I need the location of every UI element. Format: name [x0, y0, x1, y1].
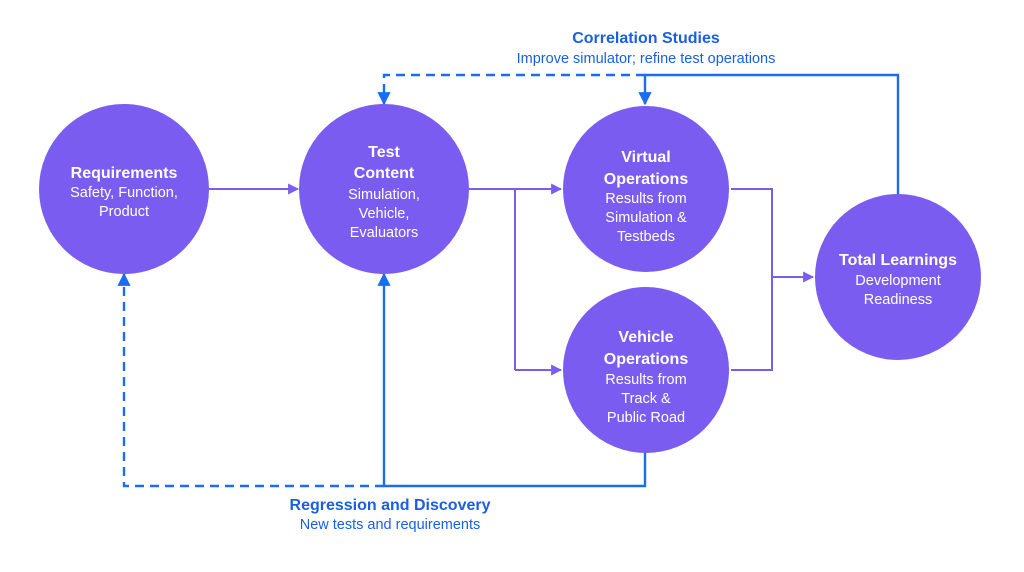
node-test-content-title-1: Test: [368, 144, 400, 161]
node-virtual-operations-title-1: Virtual: [621, 149, 671, 166]
correlation-studies-subtitle: Improve simulator; refine test operation…: [517, 51, 776, 67]
node-requirements-circle: [39, 104, 209, 274]
node-vehicle-operations-line-2: Track &: [621, 391, 671, 407]
node-requirements-line-2: Product: [99, 204, 149, 220]
correlation-feedback-dashed: [377, 73, 645, 106]
node-virtual-operations-line-3: Testbeds: [617, 229, 675, 245]
node-vehicle-operations: Vehicle Operations Results from Track & …: [563, 287, 729, 453]
node-test-content-line-2: Vehicle,: [359, 206, 410, 222]
node-vehicle-operations-title-2: Operations: [604, 351, 689, 368]
node-vehicle-operations-line-3: Public Road: [607, 410, 685, 426]
node-virtual-operations-title-2: Operations: [604, 171, 689, 188]
node-total-learnings-circle: [815, 194, 981, 360]
node-total-learnings-title: Total Learnings: [839, 252, 957, 269]
node-virtual-operations-circle: [563, 106, 729, 272]
correlation-feedback-solid: [638, 73, 900, 196]
node-vehicle-operations-line-1: Results from: [605, 372, 686, 388]
regression-discovery-title: Regression and Discovery: [290, 497, 491, 514]
node-test-content-circle: [299, 104, 469, 274]
correlation-studies-label: Correlation Studies Improve simulator; r…: [517, 30, 776, 67]
node-test-content: Test Content Simulation, Vehicle, Evalua…: [299, 104, 469, 274]
regression-discovery-label: Regression and Discovery New tests and r…: [290, 497, 491, 533]
line-vehicle-operations-out: [731, 277, 773, 371]
correlation-studies-title: Correlation Studies: [572, 30, 720, 47]
node-test-content-line-3: Evaluators: [350, 225, 419, 241]
node-test-content-line-1: Simulation,: [348, 187, 420, 203]
node-virtual-operations-line-1: Results from: [605, 191, 686, 207]
node-virtual-operations: Virtual Operations Results from Simulati…: [563, 106, 729, 272]
node-vehicle-operations-title-1: Vehicle: [618, 329, 673, 346]
feedback-connectors: [117, 73, 900, 488]
node-total-learnings-line-2: Readiness: [864, 292, 933, 308]
regression-discovery-subtitle: New tests and requirements: [300, 517, 481, 533]
node-virtual-operations-line-2: Simulation &: [605, 210, 687, 226]
flow-connectors: [209, 183, 815, 376]
node-requirements-title: Requirements: [71, 165, 178, 182]
node-requirements-line-1: Safety, Function,: [70, 185, 178, 201]
node-test-content-title-2: Content: [354, 165, 415, 182]
regression-feedback-solid: [377, 272, 647, 488]
node-total-learnings: Total Learnings Development Readiness: [815, 194, 981, 360]
node-vehicle-operations-circle: [563, 287, 729, 453]
line-virtual-operations-out: [731, 188, 773, 277]
node-requirements: Requirements Safety, Function, Product: [39, 104, 209, 274]
node-total-learnings-line-1: Development: [855, 273, 940, 289]
regression-feedback-dashed: [117, 272, 384, 488]
